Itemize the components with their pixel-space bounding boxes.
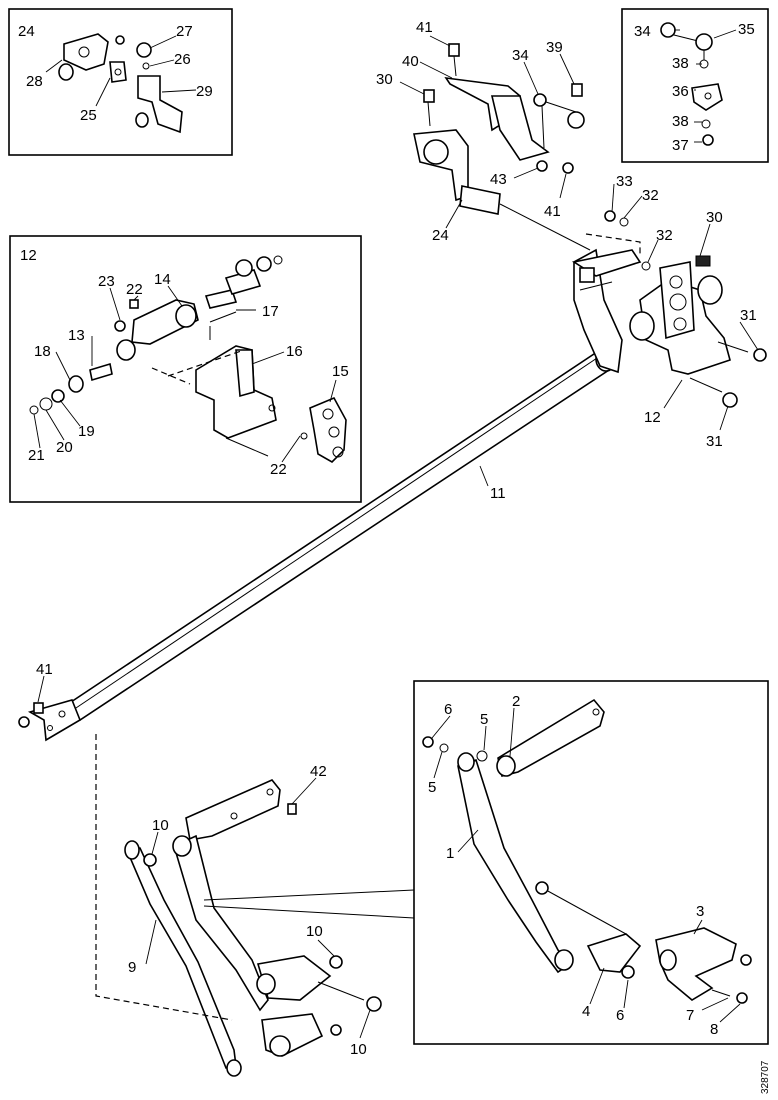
label-33: 33: [616, 173, 633, 190]
upper-bracket-assembly: [413, 43, 591, 251]
label-24: 24: [432, 227, 449, 244]
label-34: 34: [512, 47, 529, 64]
label-5-left: 5: [428, 779, 436, 796]
label-9: 9: [128, 959, 136, 976]
label-20: 20: [56, 439, 73, 456]
inset-top-left-frame: [8, 8, 233, 156]
label-10-lower: 10: [350, 1041, 367, 1058]
label-15: 15: [332, 363, 349, 380]
label-1: 1: [446, 845, 454, 862]
label-11: 11: [490, 485, 506, 502]
label-12: 12: [644, 409, 661, 426]
label-22-upper: 22: [126, 281, 143, 298]
label-34-inset: 34: [634, 23, 651, 40]
label-41-mid: 41: [544, 203, 561, 220]
label-10-mid: 10: [306, 923, 323, 940]
label-40: 40: [402, 53, 419, 70]
label-19: 19: [78, 423, 95, 440]
leader-lines: [33, 29, 759, 1039]
inset-leader-upper: [203, 889, 415, 901]
inset-bottom-right-frame: [413, 680, 769, 1045]
label-5-right: 5: [480, 711, 488, 728]
label-42: 42: [310, 763, 327, 780]
label-31-lower: 31: [706, 433, 723, 450]
label-38-lower: 38: [672, 113, 689, 130]
label-32-lower: 32: [656, 227, 673, 244]
dashed-connector-left: [95, 734, 233, 1021]
label-21: 21: [28, 447, 45, 464]
label-31-upper: 31: [740, 307, 757, 324]
label-23: 23: [98, 273, 115, 290]
label-29: 29: [196, 83, 213, 100]
label-18: 18: [34, 343, 51, 360]
inset-top-right-parts: [660, 22, 723, 146]
inset-top-right-frame: [621, 8, 769, 163]
label-12-inset: 12: [20, 247, 37, 264]
drawing-code: 328707: [760, 1060, 771, 1094]
inset-mid-left-parts: [29, 255, 347, 463]
label-16: 16: [286, 343, 303, 360]
inset-bottom-right-parts: [422, 698, 752, 1004]
label-30-right: 30: [706, 209, 723, 226]
label-10-upper: 10: [152, 817, 169, 834]
label-37: 37: [672, 137, 689, 154]
label-41-top: 41: [416, 19, 433, 36]
right-hanger-arm: [571, 248, 642, 374]
right-mounting-bracket: [604, 210, 767, 408]
label-32-upper: 32: [642, 187, 659, 204]
inset-top-left-parts: [58, 33, 183, 134]
label-28: 28: [26, 73, 43, 90]
label-27: 27: [176, 23, 193, 40]
label-38-upper: 38: [672, 55, 689, 72]
inset-mid-left-frame: [9, 235, 362, 503]
label-35: 35: [738, 21, 755, 38]
label-24-inset: 24: [18, 23, 35, 40]
label-8: 8: [710, 1021, 718, 1038]
label-22-lower: 22: [270, 461, 287, 478]
label-6-lower: 6: [616, 1007, 624, 1024]
label-6-upper: 6: [444, 701, 452, 718]
label-7: 7: [686, 1007, 694, 1024]
dashed-connector-right: [585, 233, 641, 254]
label-17: 17: [262, 303, 279, 320]
inset-leader-lower: [203, 905, 415, 919]
label-43: 43: [490, 171, 507, 188]
label-41-left: 41: [36, 661, 53, 678]
label-36: 36: [672, 83, 689, 100]
label-4: 4: [582, 1003, 590, 1020]
inset-mid-dashed: [151, 349, 245, 385]
label-30-top: 30: [376, 71, 393, 88]
label-2: 2: [512, 693, 520, 710]
lower-arm-assembly: [18, 702, 382, 1077]
label-25: 25: [80, 107, 97, 124]
label-3: 3: [696, 903, 704, 920]
label-14: 14: [154, 271, 171, 288]
stabiliser-bar: [27, 346, 617, 742]
label-39: 39: [546, 39, 563, 56]
label-13: 13: [68, 327, 85, 344]
label-26: 26: [174, 51, 191, 68]
